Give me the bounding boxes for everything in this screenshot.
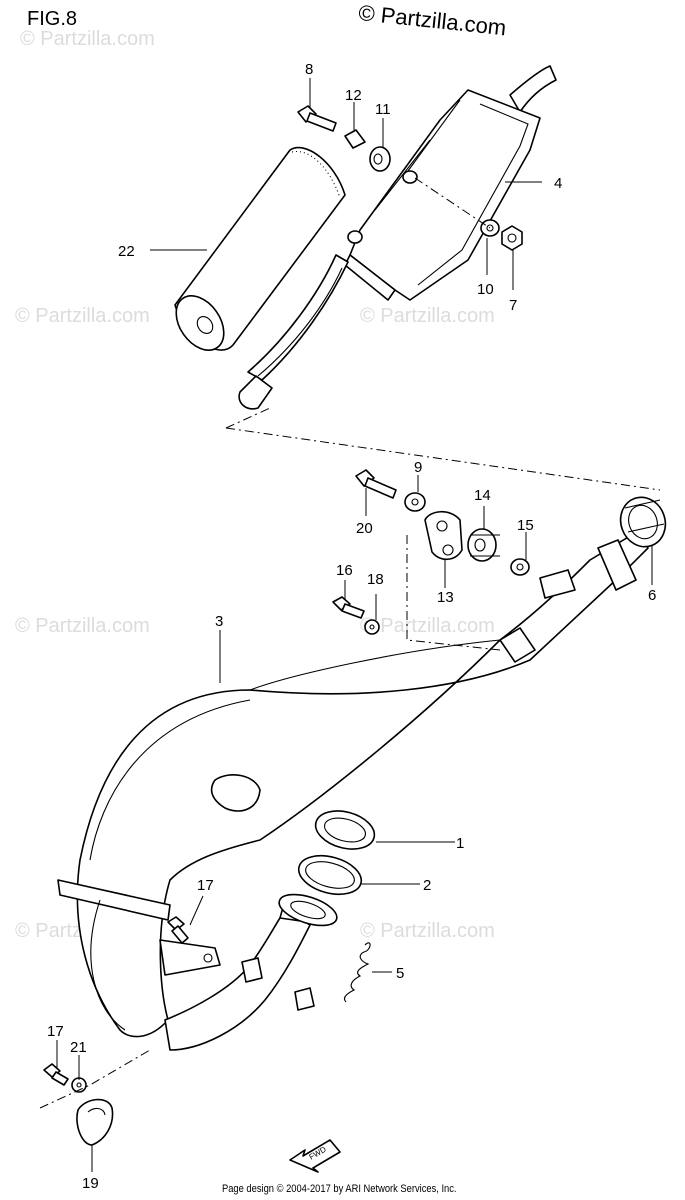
bolt-part[interactable] <box>297 105 337 132</box>
cushion-part[interactable] <box>467 528 500 562</box>
callout-20: 20 <box>356 520 373 537</box>
callout-16: 16 <box>336 562 353 579</box>
nut-part[interactable] <box>501 225 523 251</box>
callout-2: 2 <box>423 877 431 894</box>
leader-lines <box>56 78 653 1172</box>
bolt-part[interactable] <box>355 469 397 499</box>
gasket-part[interactable] <box>294 849 365 900</box>
callout-10: 10 <box>477 281 494 298</box>
callout-7: 7 <box>509 297 517 314</box>
bolt-part[interactable] <box>332 596 365 619</box>
callout-17-upper: 17 <box>197 877 214 894</box>
bolt-part[interactable] <box>167 916 189 944</box>
callout-9: 9 <box>414 459 422 476</box>
callout-17-lower: 17 <box>47 1023 64 1040</box>
callout-1: 1 <box>456 835 464 852</box>
washer-part[interactable] <box>404 492 426 512</box>
washer-part[interactable] <box>364 619 380 635</box>
figure-label: FIG.8 <box>27 8 78 30</box>
watermark: © Partzilla.com <box>15 305 150 327</box>
callout-14: 14 <box>474 487 491 504</box>
callout-19: 19 <box>82 1175 99 1192</box>
callout-11: 11 <box>375 101 391 118</box>
callout-15: 15 <box>517 517 534 534</box>
callout-21: 21 <box>70 1039 87 1056</box>
glass-wool-part[interactable] <box>166 146 346 359</box>
silencer-part[interactable] <box>238 65 557 410</box>
spring-part[interactable] <box>343 942 371 1003</box>
collar-part[interactable] <box>510 558 530 576</box>
callout-5: 5 <box>396 965 404 982</box>
gasket-part[interactable] <box>311 805 378 855</box>
callout-12: 12 <box>345 87 362 104</box>
callout-13: 13 <box>437 589 454 606</box>
footer-credit: Page design © 2004-2017 by ARI Network S… <box>222 1183 457 1195</box>
callout-numbers: 1 2 3 4 5 6 7 8 9 10 11 12 13 14 15 16 1… <box>47 61 656 1192</box>
forward-arrow-icon: FWD <box>289 1139 341 1173</box>
callout-18: 18 <box>367 571 384 588</box>
callout-8: 8 <box>305 61 313 78</box>
cushion-part[interactable] <box>369 146 391 172</box>
watermark: © Partzilla.com <box>360 615 495 637</box>
callout-22: 22 <box>118 243 135 260</box>
watermark: © Partzilla.com <box>360 305 495 327</box>
callout-4: 4 <box>554 175 562 192</box>
protector-part[interactable] <box>76 1098 114 1146</box>
watermark: © Partzilla.com <box>15 615 150 637</box>
exhaust-pipe-part[interactable] <box>57 529 649 1051</box>
watermark: © Partzilla.com <box>20 28 155 50</box>
callout-3: 3 <box>215 613 223 630</box>
callout-6: 6 <box>648 587 656 604</box>
bolt-part[interactable] <box>43 1063 69 1086</box>
watermark: © Partzilla.com <box>360 920 495 942</box>
collar-part[interactable] <box>344 129 366 149</box>
bracket-part[interactable] <box>424 510 463 561</box>
